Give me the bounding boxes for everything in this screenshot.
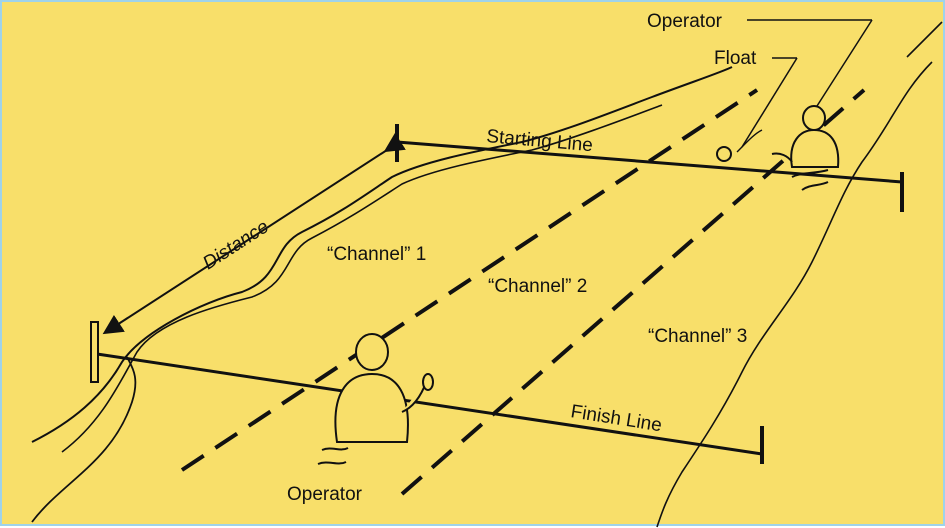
channel-2-label: “Channel” 2 [488, 276, 587, 297]
operator-top-figure [771, 105, 840, 191]
distance-arrow [102, 132, 406, 335]
float-ripple [736, 129, 763, 153]
finish-line [96, 352, 763, 456]
channel-3-label: “Channel” 3 [648, 326, 747, 347]
left-bank-lower [31, 356, 137, 523]
distance-label: Distance [199, 216, 272, 274]
float-label: Float [714, 48, 757, 69]
divider-2 [400, 88, 866, 496]
operator-bottom-figure [317, 333, 434, 465]
operator-bottom-label: Operator [287, 484, 363, 505]
float-leader-diag [741, 57, 798, 148]
right-bank-upper [906, 21, 943, 58]
finish-post-left [90, 321, 99, 383]
float-icon [716, 146, 732, 162]
operator-top-label: Operator [647, 11, 723, 32]
right-bank [656, 61, 933, 528]
starting-line [396, 140, 903, 184]
operator-top-leader-diag [816, 19, 873, 107]
divider-1 [180, 88, 759, 472]
channel-1-label: “Channel” 1 [327, 244, 426, 265]
